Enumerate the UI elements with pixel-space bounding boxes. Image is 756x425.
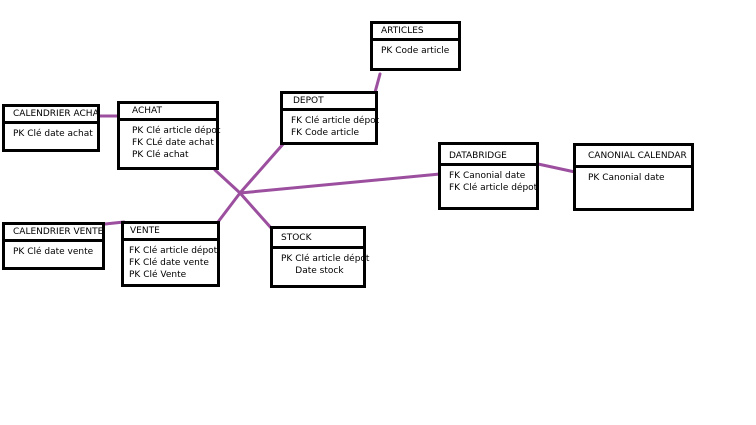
entity-achat: ACHAT PK Clé article dépot FK CLé date a…	[117, 101, 221, 170]
entity-stock: STOCK PK Clé article dépot Date stock	[270, 226, 370, 288]
entity-title: VENTE	[124, 224, 217, 241]
entity-attribute: Date stock	[281, 266, 344, 276]
entity-attribute: FK Code article	[291, 128, 360, 138]
entity-title: ARTICLES	[373, 24, 458, 41]
entity-attribute: FK CLé date achat	[132, 138, 214, 148]
entity-attribute: FK Clé article dépot	[129, 246, 218, 256]
entity-vente: VENTE FK Clé article dépot FK Clé date v…	[121, 221, 220, 287]
entity-depot: DEPOT FK Clé article dépot FK Code artic…	[280, 91, 380, 145]
line-achat-hub	[213, 168, 242, 195]
entity-attribute: PK Clé date achat	[13, 129, 93, 139]
line-hub-stock	[238, 191, 274, 231]
line-hub-databridge	[238, 172, 442, 195]
entity-canonial-calendar: CANONIAL CALENDAR PK Canonial date	[573, 143, 694, 211]
entity-title: DEPOT	[283, 94, 375, 111]
entity-title: CALENDRIER ACHAT	[5, 107, 97, 124]
entity-databridge: DATABRIDGE FK Canonial date FK Clé artic…	[438, 142, 539, 210]
entity-title: ACHAT	[120, 104, 216, 121]
entity-title: DATABRIDGE	[441, 145, 536, 166]
entity-title: CALENDRIER VENTE	[5, 225, 102, 242]
entity-articles: ARTICLES PK Code article	[370, 21, 461, 71]
entity-title: CANONIAL CALENDAR	[576, 146, 691, 168]
entity-attribute: FK Clé article dépot	[449, 183, 538, 193]
entity-attribute: PK Code article	[381, 46, 450, 56]
entity-attribute: PK Clé Vente	[129, 270, 187, 280]
line-calendrier-vente-vente	[103, 220, 126, 226]
entity-attribute: FK Clé article dépot	[291, 116, 380, 126]
line-hub-vente	[216, 191, 242, 224]
entity-attribute: PK Clé achat	[132, 150, 189, 160]
entity-attribute: PK Canonial date	[588, 173, 665, 183]
entity-title: STOCK	[273, 229, 363, 249]
entity-attribute: FK Clé date vente	[129, 258, 209, 268]
entity-attribute: PK Clé article dépot	[132, 126, 221, 136]
entity-attribute: PK Clé article dépot	[281, 254, 370, 264]
line-databridge-canonial	[536, 162, 577, 174]
line-depot-hub	[238, 141, 286, 195]
entity-calendrier-achat: CALENDRIER ACHAT PK Clé date achat	[2, 104, 100, 152]
entity-calendrier-vente: CALENDRIER VENTE PK Clé date vente	[2, 222, 105, 270]
entity-attribute: FK Canonial date	[449, 171, 526, 181]
entity-attribute: PK Clé date vente	[13, 247, 94, 257]
